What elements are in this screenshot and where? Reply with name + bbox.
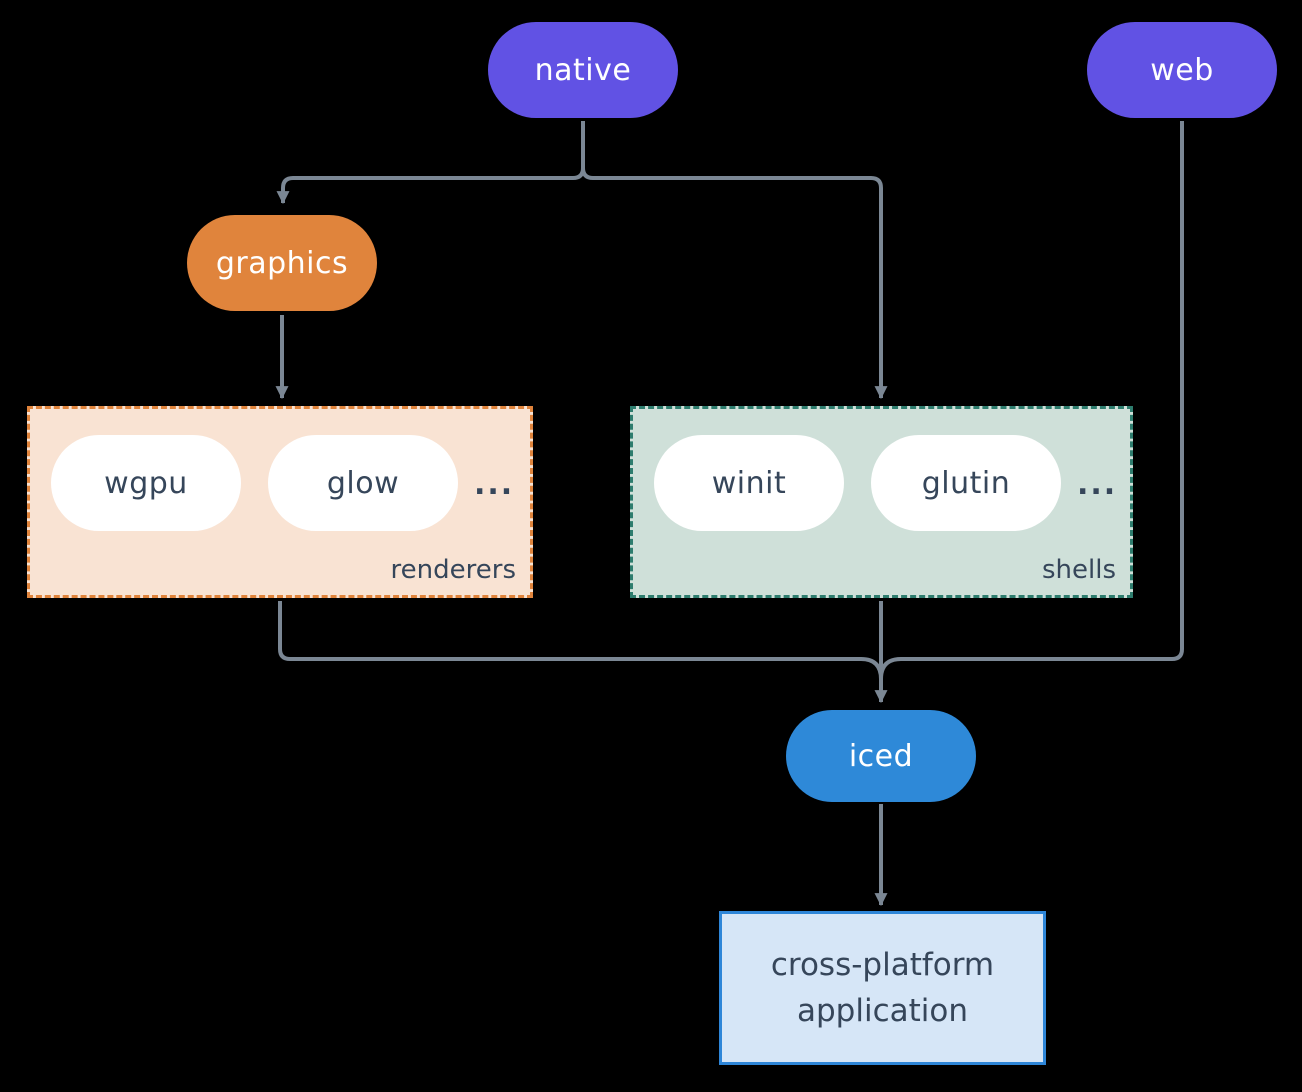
node-web: web <box>1087 22 1277 118</box>
node-winit-label: winit <box>711 465 787 501</box>
node-iced: iced <box>786 710 976 802</box>
node-cross-platform-application: cross-platform application <box>719 911 1046 1065</box>
edge-renderers-merge <box>278 601 883 680</box>
node-wgpu: wgpu <box>51 435 241 531</box>
node-cross-platform-application-label: cross-platform application <box>770 946 995 1030</box>
group-renderers: wgpu glow ... renderers <box>27 406 533 598</box>
node-graphics: graphics <box>187 215 377 311</box>
edge-native-shells <box>581 121 888 400</box>
node-graphics-label: graphics <box>215 245 349 281</box>
node-winit: winit <box>654 435 844 531</box>
shells-group-label: shells <box>1041 555 1116 585</box>
node-web-label: web <box>1150 52 1214 88</box>
renderers-ellipsis: ... <box>474 467 515 502</box>
node-glow-label: glow <box>326 465 400 501</box>
node-iced-label: iced <box>848 738 914 774</box>
node-glow: glow <box>268 435 458 531</box>
edge-native-graphics <box>276 121 585 205</box>
node-glutin-label: glutin <box>921 465 1011 501</box>
node-wgpu-label: wgpu <box>104 465 188 501</box>
node-glutin: glutin <box>871 435 1061 531</box>
edge-web-merge <box>879 121 1184 680</box>
node-native-label: native <box>534 52 632 88</box>
shells-ellipsis: ... <box>1077 467 1118 502</box>
renderers-group-label: renderers <box>390 555 516 585</box>
group-shells: winit glutin ... shells <box>630 406 1133 598</box>
node-native: native <box>488 22 678 118</box>
